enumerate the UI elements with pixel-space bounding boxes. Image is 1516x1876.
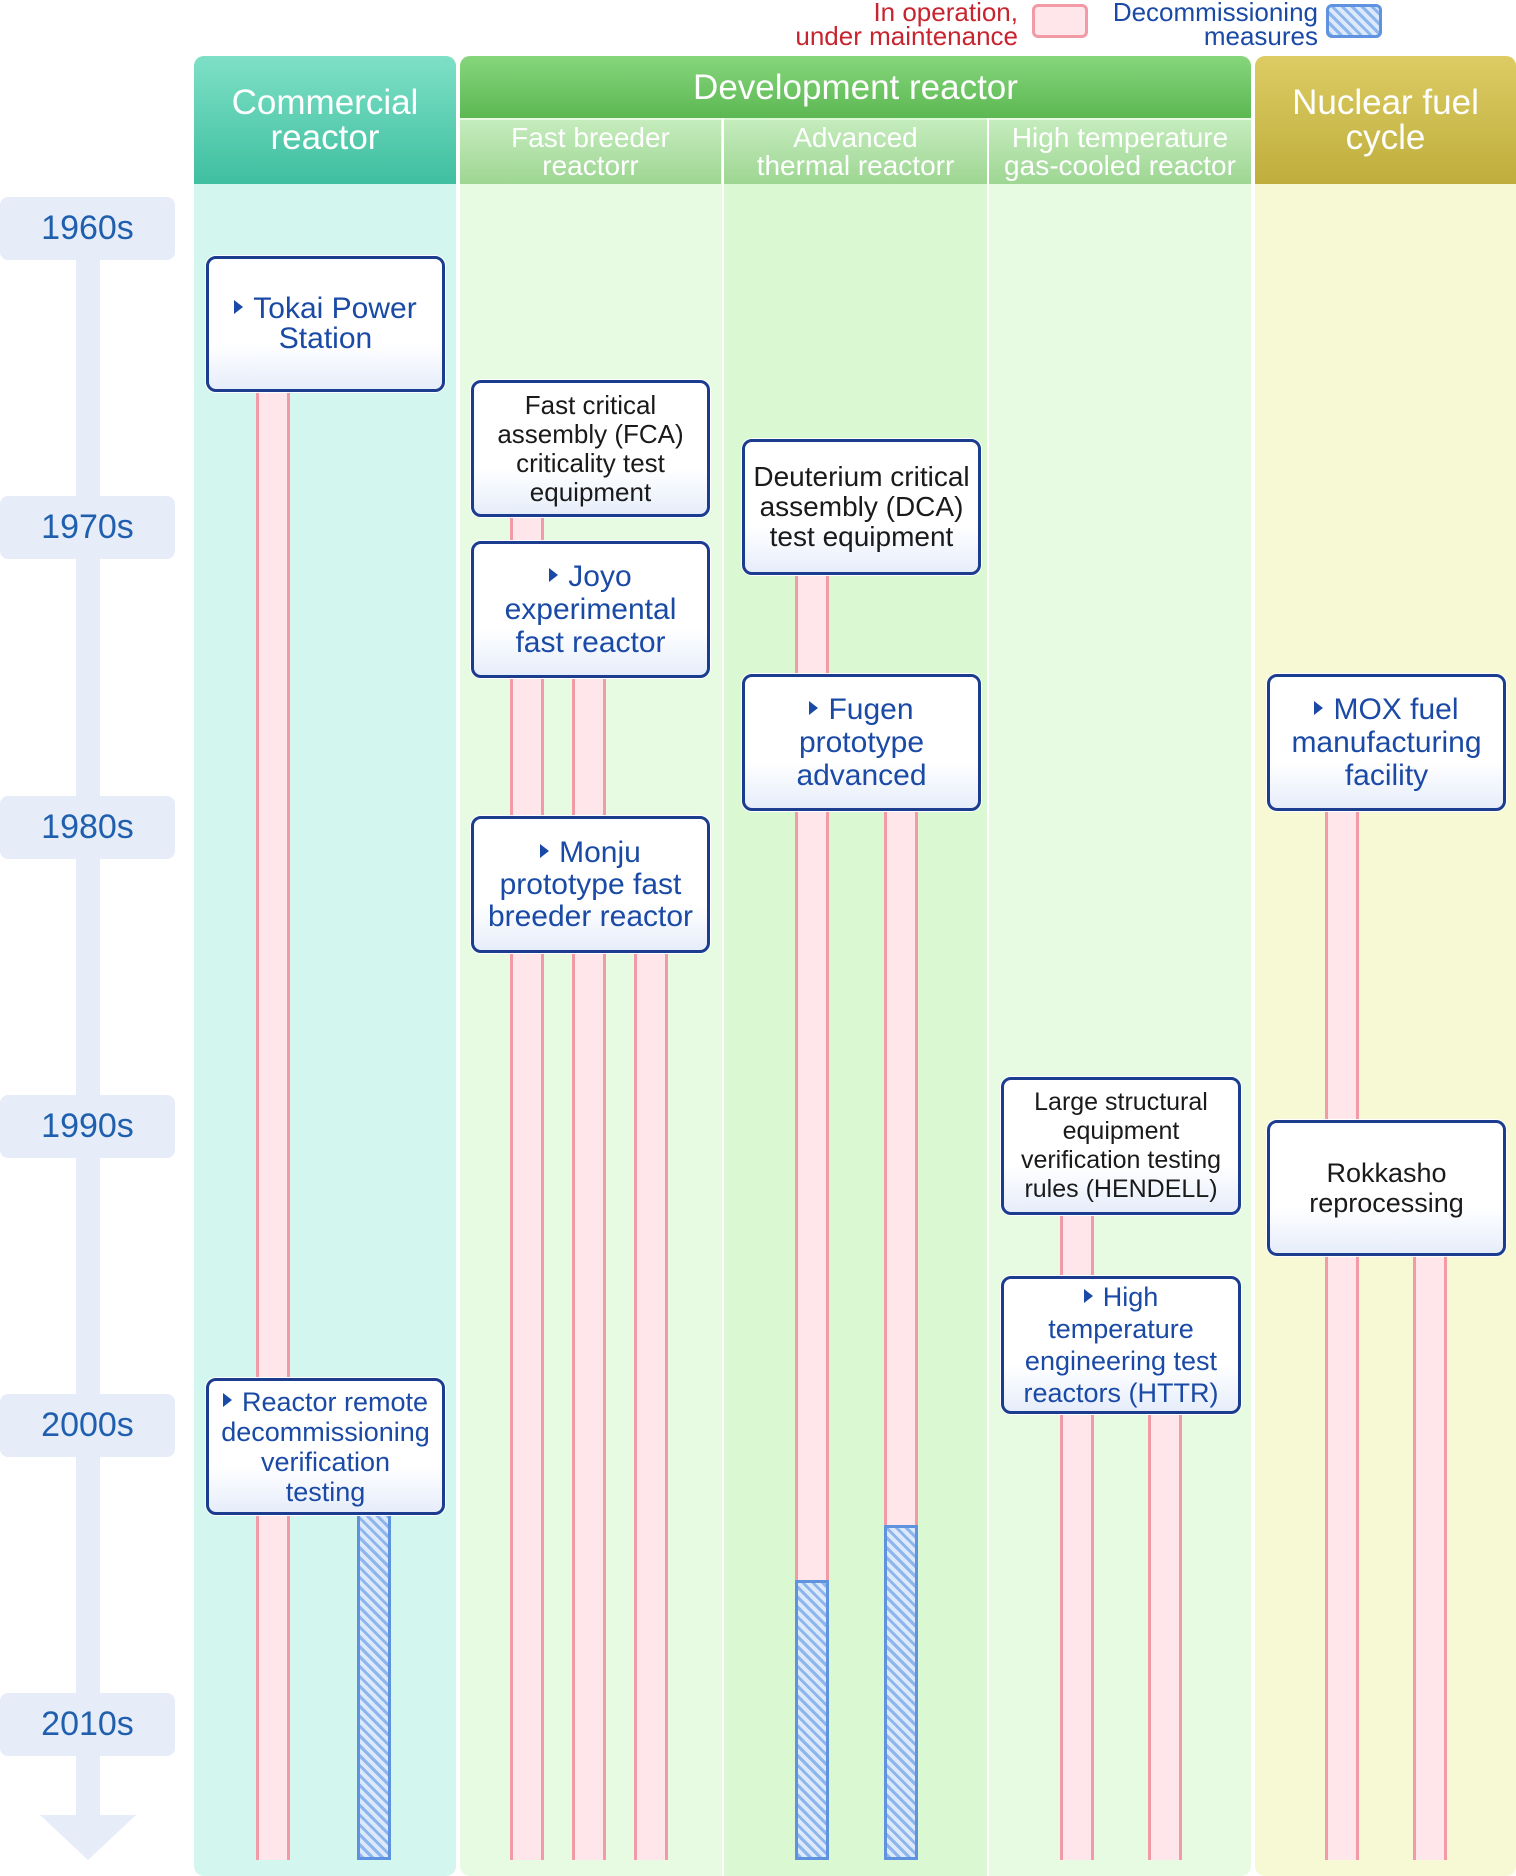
header-nuclear-fuel-cycle: Nuclear fuel cycle: [1255, 56, 1516, 184]
decade-label: 2000s: [0, 1394, 175, 1457]
header-advanced-thermal-reactor: Advanced thermal reactorr: [724, 120, 987, 184]
header-commercial-reactor: Commercial reactor: [194, 56, 456, 184]
facility-fca: Fast critical assembly (FCA) criticality…: [471, 380, 710, 517]
facility-monju[interactable]: Monju prototype fast breeder reactor: [471, 816, 710, 953]
play-triangle-icon: [222, 1393, 232, 1408]
facility-label: Deuterium critical assembly (DCA) test e…: [753, 461, 970, 552]
decommissioning-bar-fugen: [884, 1525, 918, 1860]
column-advanced-thermal: [724, 116, 987, 1876]
operation-bar-fugen: [884, 808, 918, 1525]
operation-bar-mox: [1325, 808, 1359, 1860]
legend-decommissioning-label: Decommissioning measures: [1112, 0, 1318, 51]
decade-label: 2010s: [0, 1693, 175, 1756]
decade-label: 1970s: [0, 496, 175, 559]
facility-mox[interactable]: MOX fuel manufacturing facility: [1267, 674, 1506, 811]
facility-label: Fugen prototype advanced: [796, 693, 927, 792]
legend-operation-swatch: [1032, 4, 1088, 38]
operation-bar-monju: [634, 950, 668, 1860]
facility-joyo[interactable]: Joyo experimental fast reactor: [471, 541, 710, 678]
divider: [987, 116, 989, 1876]
facility-fugen[interactable]: Fugen prototype advanced: [742, 674, 981, 811]
facility-label: Tokai Power Station: [253, 292, 417, 355]
facility-tokai-power-station[interactable]: Tokai Power Station: [206, 256, 445, 392]
operation-bar-tokai: [256, 390, 290, 1860]
play-triangle-icon: [1083, 1288, 1093, 1303]
header-fast-breeder-reactor: Fast breeder reactorr: [460, 120, 721, 184]
facility-dca: Deuterium critical assembly (DCA) test e…: [742, 439, 981, 575]
header-htgr: High temperature gas-cooled reactor: [989, 120, 1251, 184]
operation-bar-fca: [510, 515, 544, 1860]
play-triangle-icon: [234, 300, 244, 315]
facility-hendell: Large structural equipment verification …: [1001, 1077, 1241, 1215]
decade-label: 1980s: [0, 796, 175, 859]
timeline-axis: [76, 240, 100, 1820]
play-triangle-icon: [809, 701, 819, 716]
operation-bar-httr: [1148, 1412, 1182, 1860]
facility-rokkasho: Rokkasho reprocessing: [1267, 1120, 1506, 1256]
timeline-arrow-icon: [40, 1815, 136, 1860]
decommissioning-bar-dca: [795, 1580, 829, 1860]
play-triangle-icon: [540, 843, 550, 858]
header-development-reactor: Development reactor: [460, 56, 1251, 118]
facility-label: Rokkasho reprocessing: [1309, 1158, 1464, 1218]
play-triangle-icon: [1314, 701, 1324, 716]
facility-label: Fast critical assembly (FCA) criticality…: [497, 389, 684, 507]
facility-label: High temperature engineering test reacto…: [1023, 1282, 1219, 1408]
facility-remote-decommissioning[interactable]: Reactor remote decommissioning verificat…: [206, 1378, 445, 1515]
legend-decommissioning-swatch: [1326, 4, 1382, 38]
facility-label: Monju prototype fast breeder reactor: [487, 835, 694, 933]
divider: [722, 116, 724, 1876]
decommissioning-bar-remote: [357, 1510, 391, 1860]
decade-label: 1990s: [0, 1095, 175, 1158]
facility-httr[interactable]: High temperature engineering test reacto…: [1001, 1276, 1241, 1414]
decade-label: 1960s: [0, 197, 175, 260]
facility-label: Joyo experimental fast reactor: [504, 560, 677, 659]
operation-bar-rokkasho: [1413, 1254, 1447, 1860]
legend-operation-label: In operation, under maintenance: [795, 0, 1018, 51]
play-triangle-icon: [549, 568, 559, 583]
facility-label: MOX fuel manufacturing facility: [1291, 693, 1482, 792]
facility-label: Reactor remote decommissioning verificat…: [221, 1386, 430, 1507]
column-fuel-cycle: [1255, 56, 1516, 1876]
facility-label: Large structural equipment verification …: [1020, 1088, 1222, 1203]
